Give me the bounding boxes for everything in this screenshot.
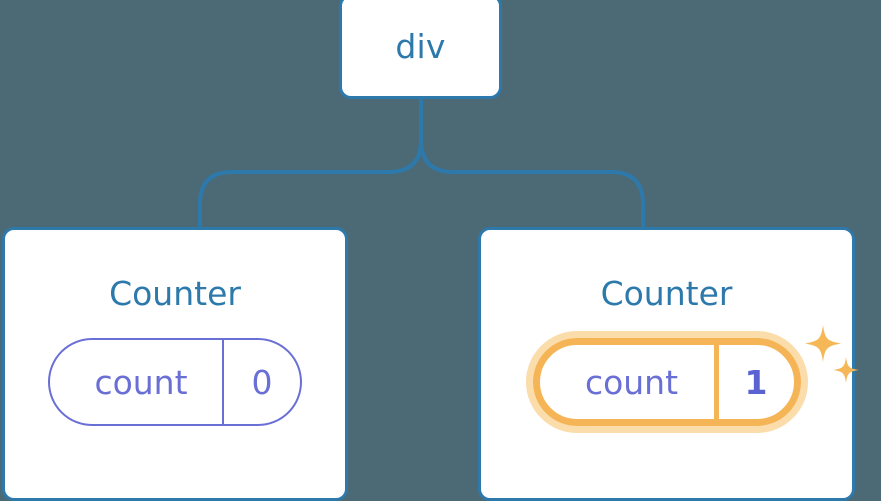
node-div-label: div [395,27,446,66]
component-title: Counter [600,274,733,313]
state-pill-count[interactable]: count 0 [48,338,302,426]
node-counter-left[interactable]: Counter count 0 [2,227,348,501]
state-pill-value: 0 [222,340,300,424]
state-pill-key-label: count [584,362,679,402]
state-pill-value: 1 [713,345,794,419]
node-counter-right[interactable]: Counter count 1 [478,227,859,501]
connector-to-left-counter [198,99,423,229]
state-pill-key: count [50,340,222,424]
state-pill-wrapper: count 1 [481,338,852,426]
state-pill-count-updated[interactable]: count 1 [532,338,801,426]
connector-to-right-counter [419,99,645,229]
component-title: Counter [109,274,241,313]
state-pill-key: count [540,345,714,419]
state-pill-value-label: 1 [744,362,768,402]
state-pill-wrapper: count 0 [5,338,345,426]
state-pill-value-label: 0 [251,362,273,402]
node-div[interactable]: div [339,0,502,99]
state-pill-key-label: count [94,362,188,402]
